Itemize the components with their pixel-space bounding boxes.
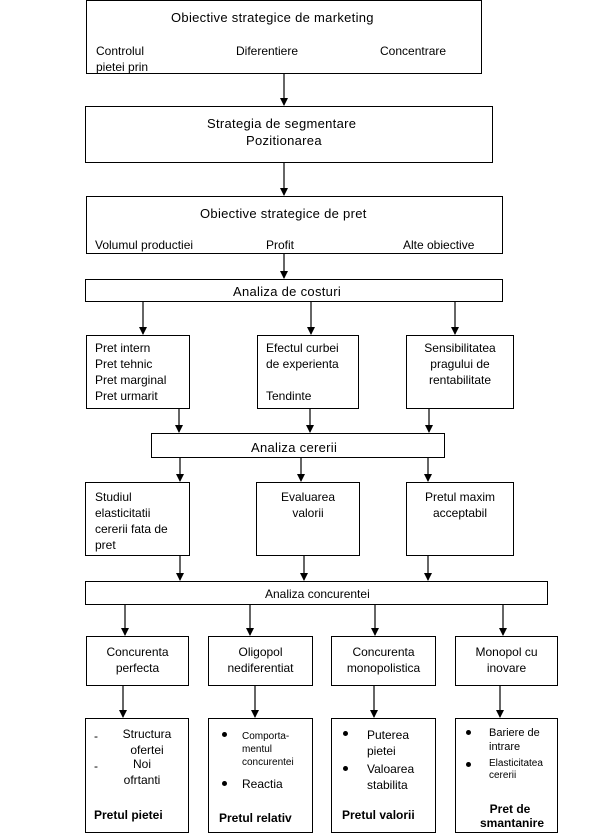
elasticitate-line: cererii fata de <box>95 522 168 536</box>
bullet-icon <box>222 732 227 737</box>
sensibilitate-line: rentabilitate <box>428 373 492 387</box>
result-item-line: pietei <box>367 744 396 758</box>
result-item-line: Comporta- <box>242 731 290 742</box>
concurenta-monopolistica-line: monopolistica <box>346 661 421 675</box>
analiza-concurentei-label: Analiza concurentei <box>265 587 370 601</box>
pret-tipuri-line: Pret marginal <box>95 373 167 387</box>
analiza-cererii-bar: Analiza cererii <box>151 433 445 458</box>
bullet-icon <box>466 762 471 767</box>
result-item-line: stabilita <box>367 778 408 792</box>
curba-experienta-box: Efectul curbei de experienta Tendinte <box>257 335 359 409</box>
sensibilitate-box: Sensibilitatea pragului de rentabilitate <box>406 335 514 409</box>
monopol-inovare-line: inovare <box>486 661 527 675</box>
elasticitate-line: Studiul <box>95 490 132 504</box>
analiza-costuri-bar: Analiza de costuri <box>85 279 503 302</box>
curba-experienta-line <box>266 372 339 388</box>
pret-maxim-line: acceptabil <box>432 506 488 520</box>
sensibilitate-line: Sensibilitatea <box>424 341 496 355</box>
pret-tipuri-line: Pret tehnic <box>95 357 153 371</box>
result-item-line: mentul <box>242 744 273 755</box>
result-label: Pret de smantanire <box>480 802 545 830</box>
curba-experienta-line: de experienta <box>266 357 339 371</box>
list-bullet: - <box>94 729 98 743</box>
curba-experienta-line: Tendinte <box>266 389 312 403</box>
monopol-inovare-box: Monopol cu inovare <box>455 636 558 686</box>
obj-marketing-item-3: Concentrare <box>380 44 447 58</box>
obj-pret-title: Obiective strategice de pret <box>200 206 367 221</box>
result-item-line: Bariere de <box>489 727 540 739</box>
concurenta-perfecta-line: Concurenta <box>106 645 169 659</box>
segmentare-line-1: Strategia de segmentare <box>207 116 357 131</box>
oligopol-line: Oligopol <box>238 645 283 659</box>
result-box-pret-smantanire: Bariere de intrare Elasticitatea cererii… <box>455 718 558 833</box>
result-item-line: Valoarea <box>367 762 415 776</box>
analiza-cererii-label: Analiza cererii <box>251 440 338 455</box>
result-item-line: cererii <box>489 770 517 781</box>
bullet-icon <box>343 766 348 771</box>
obj-pret-item-3: Alte obiective <box>403 238 475 252</box>
obj-pret-item-1: Volumul productiei <box>95 238 194 252</box>
result-box-pretul-relativ: Comporta- mentul concurentei Reactia Pre… <box>208 718 313 833</box>
elasticitate-line: pret <box>95 538 116 552</box>
oligopol-line: nediferentiat <box>227 661 294 675</box>
analiza-concurentei-bar: Analiza concurentei <box>85 581 548 605</box>
result-item-line: Puterea <box>367 728 410 742</box>
concurenta-monopolistica-box: Concurenta monopolistica <box>331 636 436 686</box>
curba-experienta-line: Efectul curbei <box>266 341 339 355</box>
obj-marketing-item-2: Diferentiere <box>236 44 299 58</box>
bullet-icon <box>466 730 471 735</box>
obj-marketing-title: Obiective strategice de marketing <box>171 10 374 25</box>
analiza-costuri-label: Analiza de costuri <box>233 284 342 299</box>
result-label: Pretul relativ <box>219 811 292 825</box>
elasticitate-box: Studiul elasticitatii cererii fata de pr… <box>85 482 190 556</box>
segmentare-box: Strategia de segmentare Pozitionarea <box>85 106 493 163</box>
pret-tipuri-line: Pret urmarit <box>95 389 158 403</box>
result-item-line: concurentei <box>242 757 294 768</box>
result-label: Pretul valorii <box>342 808 415 822</box>
result-label: Pretul pietei <box>94 808 163 822</box>
obj-marketing-item-1: Controlul pietei prin costuri <box>96 44 149 74</box>
monopol-inovare-line: Monopol cu <box>475 645 538 659</box>
evaluare-valorii-line: valorii <box>292 506 324 520</box>
result-item-line: ofertei <box>130 743 164 757</box>
pret-maxim-line: Pretul maxim <box>424 490 495 504</box>
obj-pret-box: Obiective strategice de pret Volumul pro… <box>86 196 503 254</box>
oligopol-box: Oligopol nediferentiat <box>208 636 313 686</box>
result-item-line: ofrtanti <box>123 773 161 787</box>
obj-marketing-box: Obiective strategice de marketing Contro… <box>86 0 482 74</box>
evaluare-valorii-line: Evaluarea <box>280 490 336 504</box>
sensibilitate-line: pragului de <box>430 357 490 371</box>
pret-tipuri-box: Pret intern Pret tehnic Pret marginal Pr… <box>86 335 190 409</box>
concurenta-perfecta-line: perfecta <box>115 661 160 675</box>
pret-maxim-box: Pretul maxim acceptabil <box>406 482 514 556</box>
concurenta-monopolistica-line: Concurenta <box>352 645 415 659</box>
result-item-line: Elasticitatea <box>489 758 543 769</box>
obj-pret-item-2: Profit <box>266 238 295 252</box>
concurenta-perfecta-box: Concurenta perfecta <box>86 636 189 686</box>
result-box-pretul-valorii: Puterea pietei Valoarea stabilita Pretul… <box>331 718 436 833</box>
elasticitate-line: elasticitatii <box>95 506 151 520</box>
bullet-icon <box>222 781 227 786</box>
result-item-line: Noi <box>132 757 151 771</box>
result-item-line: intrare <box>489 741 521 753</box>
result-item-line: Structura <box>122 727 172 741</box>
result-box-pretul-pietei: - Structura ofertei - Noi ofrtanti Pretu… <box>85 718 189 833</box>
bullet-icon <box>343 731 348 736</box>
list-bullet: - <box>94 759 98 773</box>
result-item-line: Reactia <box>242 777 283 791</box>
pret-tipuri-line: Pret intern <box>95 341 151 355</box>
evaluare-valorii-box: Evaluarea valorii <box>256 482 360 556</box>
segmentare-line-2: Pozitionarea <box>246 133 322 148</box>
